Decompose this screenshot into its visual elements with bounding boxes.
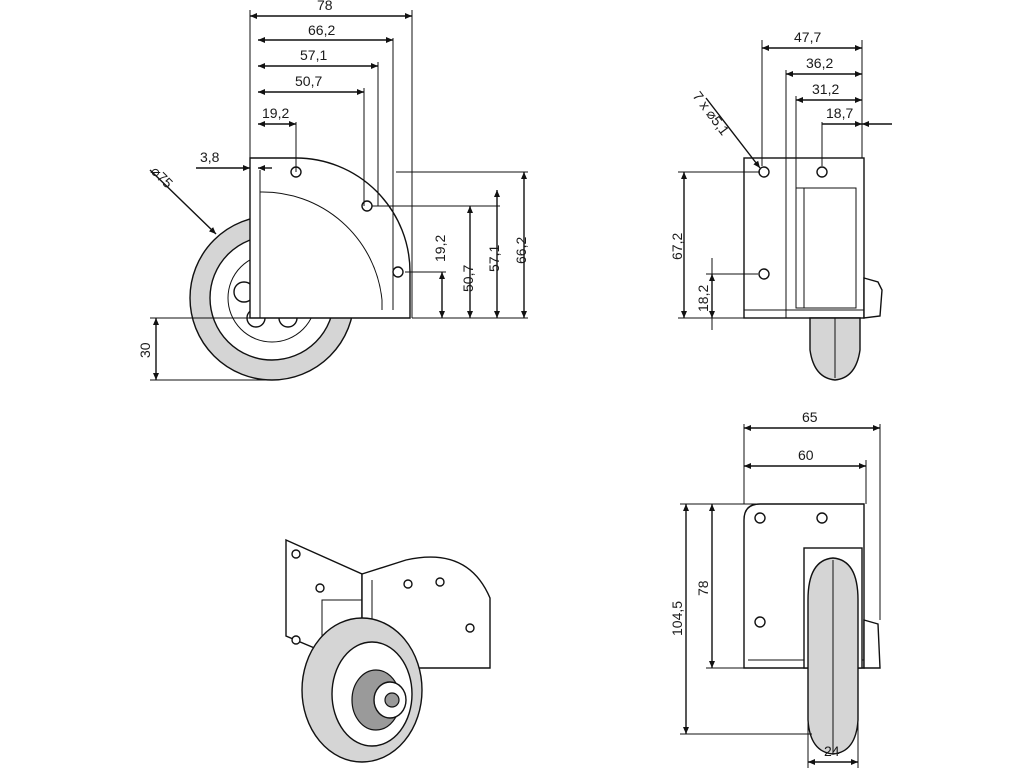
front-view: 65 60 104,5 78 24 xyxy=(669,409,881,768)
dim-65: 65 xyxy=(802,409,818,425)
end-view: 47,7 36,2 31,2 18,7 7 x ⌀5,1 67,2 18,2 xyxy=(669,29,892,381)
dim-66-2: 66,2 xyxy=(308,22,335,38)
dim-31-2: 31,2 xyxy=(812,81,839,97)
dim-78: 78 xyxy=(317,0,333,13)
dim-78-front: 78 xyxy=(695,580,711,596)
dim-47-7: 47,7 xyxy=(794,29,821,45)
holes-note: 7 x ⌀5,1 xyxy=(690,88,733,138)
dim-50-7-right: 50,7 xyxy=(460,265,476,292)
side-view: 78 66,2 57,1 50,7 19,2 3,8 19,2 50,7 57,… xyxy=(137,0,529,381)
dim-3-8: 3,8 xyxy=(200,149,220,165)
dim-50-7: 50,7 xyxy=(295,73,322,89)
mount-hole xyxy=(754,616,766,628)
mount-hole xyxy=(403,579,413,589)
mount-hole xyxy=(754,512,766,524)
mount-hole xyxy=(435,577,445,587)
dim-36-2: 36,2 xyxy=(806,55,833,71)
dim-104-5: 104,5 xyxy=(669,601,685,636)
mount-hole xyxy=(291,549,301,559)
mount-hole xyxy=(758,166,770,178)
dim-66-2-right: 66,2 xyxy=(513,237,529,264)
dim-57-1-right: 57,1 xyxy=(486,245,502,272)
mount-hole xyxy=(816,512,828,524)
dim-67-2: 67,2 xyxy=(669,233,685,260)
dim-24: 24 xyxy=(824,743,840,759)
dim-18-2: 18,2 xyxy=(695,285,711,312)
mount-hole xyxy=(758,268,770,280)
perspective-view xyxy=(285,538,491,763)
dim-19-2-right: 19,2 xyxy=(432,235,448,262)
dim-30: 30 xyxy=(137,342,153,358)
mount-hole xyxy=(315,583,325,593)
mount-hole xyxy=(465,623,475,633)
mount-hole xyxy=(392,266,404,278)
bracket-plate xyxy=(249,157,411,319)
dim-wheel-diameter: ⌀75 xyxy=(148,163,176,191)
mount-hole xyxy=(291,635,301,645)
dim-60: 60 xyxy=(798,447,814,463)
dim-57-1: 57,1 xyxy=(300,47,327,63)
mount-hole xyxy=(816,166,828,178)
dim-18-7: 18,7 xyxy=(826,105,853,121)
dim-19-2-top: 19,2 xyxy=(262,105,289,121)
